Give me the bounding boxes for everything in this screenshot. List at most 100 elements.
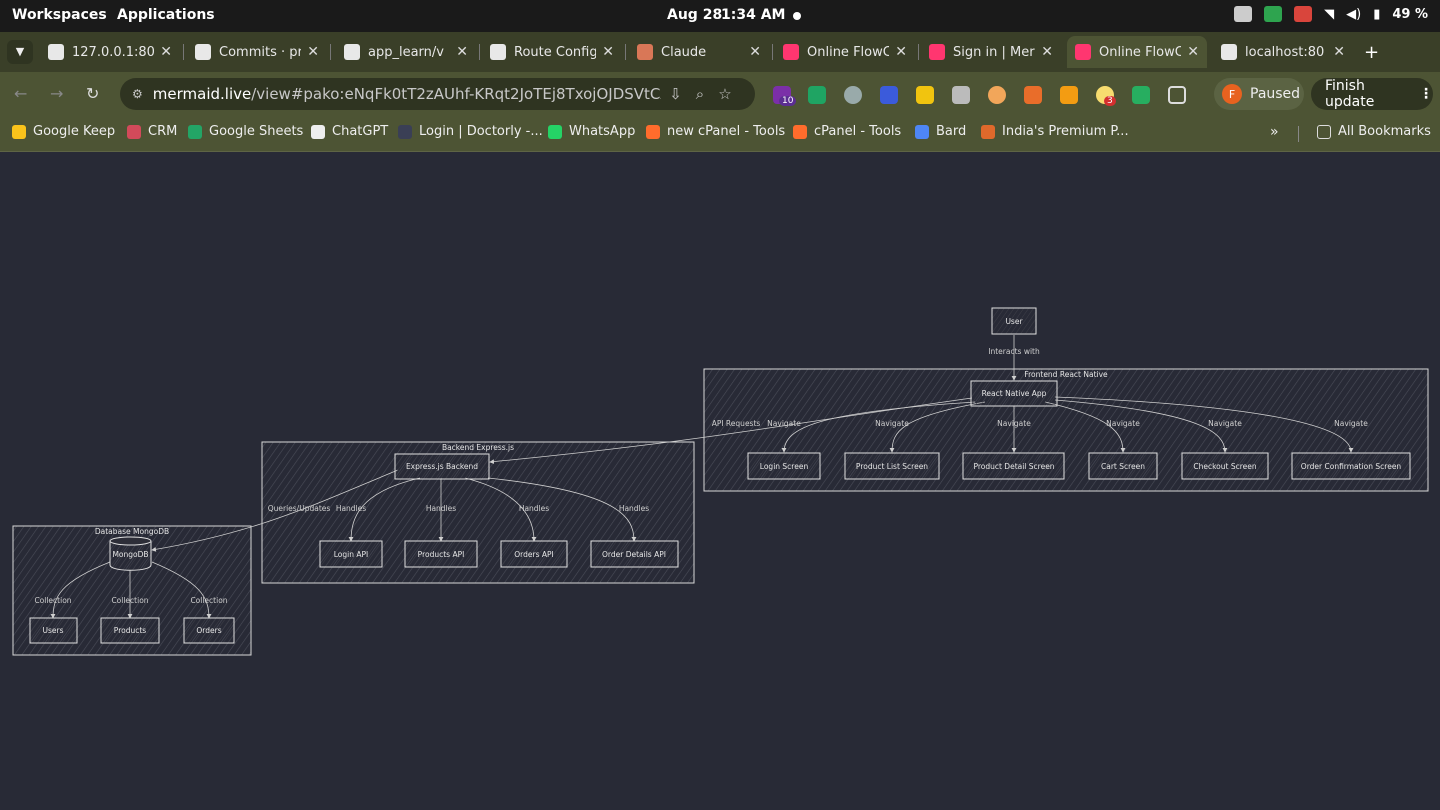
- bookmark-item[interactable]: Login | Doctorly -...: [398, 124, 543, 139]
- all-bookmarks-button[interactable]: All Bookmarks: [1317, 124, 1431, 139]
- tab-0[interactable]: 127.0.0.1:808 ✕: [40, 36, 180, 68]
- node-products-api[interactable]: Products API: [404, 540, 478, 568]
- extensions-puzzle-icon[interactable]: [1168, 86, 1186, 104]
- node-express-backend[interactable]: Express.js Backend: [394, 453, 490, 480]
- node-user[interactable]: User: [991, 307, 1037, 335]
- extension-sq-icon[interactable]: [1132, 86, 1150, 104]
- close-tab-icon[interactable]: ✕: [602, 44, 614, 60]
- install-icon[interactable]: ⇩: [669, 85, 682, 103]
- tab-7[interactable]: Online FlowC✕: [1067, 36, 1207, 68]
- paused-label: Paused: [1250, 86, 1301, 102]
- label-queries-updates: Queries/Updates: [268, 504, 331, 513]
- bookmark-item[interactable]: Google Keep: [12, 124, 115, 139]
- bookmark-item[interactable]: Google Sheets: [188, 124, 303, 139]
- clock-time[interactable]: 1:34 AM: [721, 7, 786, 23]
- close-tab-icon[interactable]: ✕: [307, 44, 319, 60]
- tab-8[interactable]: localhost:80✕: [1213, 36, 1353, 68]
- tab-6[interactable]: Sign in | Mer✕: [921, 36, 1061, 68]
- extension-target-icon[interactable]: [844, 86, 862, 104]
- bookmark-item[interactable]: ChatGPT: [311, 124, 388, 139]
- volume-icon[interactable]: ◀): [1346, 6, 1362, 22]
- battery-icon[interactable]: ▮: [1373, 6, 1381, 22]
- more-bookmarks-chevron-icon[interactable]: »: [1270, 124, 1279, 140]
- node-express-backend-label: Express.js Backend: [406, 462, 478, 471]
- tab-4[interactable]: Claude✕: [629, 36, 769, 68]
- battery-percent: 49 %: [1392, 6, 1428, 22]
- tab-title: 127.0.0.1:808: [72, 44, 155, 60]
- download-extension-icon[interactable]: [880, 86, 898, 104]
- bookmark-item[interactable]: India's Premium P...: [981, 124, 1129, 139]
- node-checkout-screen-label: Checkout Screen: [1193, 462, 1257, 471]
- database-subgraph-title: Database MongoDB: [95, 527, 169, 536]
- close-tab-icon[interactable]: ✕: [895, 44, 907, 60]
- bookmark-item[interactable]: cPanel - Tools: [793, 124, 901, 139]
- all-bookmarks-label: All Bookmarks: [1338, 124, 1431, 139]
- reload-button[interactable]: ↻: [86, 84, 100, 103]
- node-product-detail-screen[interactable]: Product Detail Screen: [962, 452, 1065, 480]
- close-tab-icon[interactable]: ✕: [1333, 44, 1345, 60]
- extension-yellow-icon[interactable]: [916, 86, 934, 104]
- label-handles: Handles: [336, 504, 366, 513]
- node-checkout-screen[interactable]: Checkout Screen: [1181, 452, 1269, 480]
- close-tab-icon[interactable]: ✕: [749, 44, 761, 60]
- forward-button[interactable]: →: [50, 84, 64, 103]
- tab-search-chevron-down-icon[interactable]: ▼: [7, 40, 33, 64]
- screen-share-icon[interactable]: [1234, 6, 1253, 22]
- site-settings-icon[interactable]: ⚙: [132, 87, 143, 101]
- chatgpt-icon: [490, 44, 506, 60]
- label-handles: Handles: [426, 504, 456, 513]
- bookmark-label: ChatGPT: [332, 124, 389, 139]
- applications-menu[interactable]: Applications: [117, 7, 215, 23]
- mermaid-diagram-canvas[interactable]: Frontend React Native Backend Express.js…: [0, 152, 1440, 810]
- anydesk-icon[interactable]: [1294, 6, 1313, 22]
- system-top-bar: Workspaces Applications Aug 28 1:34 AM ◥…: [0, 0, 1440, 32]
- backend-subgraph-title: Backend Express.js: [442, 443, 514, 452]
- profile-paused-button[interactable]: F Paused: [1214, 78, 1304, 110]
- node-cart-screen[interactable]: Cart Screen: [1088, 452, 1158, 480]
- node-orders-api[interactable]: Orders API: [500, 540, 568, 568]
- node-products[interactable]: Products: [100, 617, 160, 644]
- close-tab-icon[interactable]: ✕: [160, 44, 172, 60]
- bookmark-favicon-icon: [915, 124, 929, 139]
- node-login-screen[interactable]: Login Screen: [747, 452, 821, 480]
- clock-date[interactable]: Aug 28: [667, 7, 723, 23]
- more-menu-icon[interactable]: ⋮: [1419, 86, 1433, 102]
- address-bar[interactable]: ⚙ mermaid.live /view#pako:eNqFk0tT2zAUhf…: [120, 78, 755, 110]
- zoom-icon[interactable]: ⌕: [695, 85, 705, 103]
- node-order-confirmation-screen[interactable]: Order Confirmation Screen: [1291, 452, 1411, 480]
- bookmark-item[interactable]: new cPanel - Tools: [646, 124, 785, 139]
- tab-3[interactable]: Route Config✕: [482, 36, 622, 68]
- tab-5[interactable]: Online FlowC✕: [775, 36, 915, 68]
- new-tab-button[interactable]: +: [1364, 42, 1380, 63]
- extension-megaphone-icon[interactable]: [1024, 86, 1042, 104]
- finish-update-button[interactable]: Finish update ⋮: [1311, 78, 1433, 110]
- back-button[interactable]: ←: [14, 84, 28, 103]
- google-drive-icon[interactable]: [808, 86, 826, 104]
- node-product-list-screen[interactable]: Product List Screen: [844, 452, 940, 480]
- node-orders[interactable]: Orders: [183, 617, 235, 644]
- node-product-list-screen-label: Product List Screen: [856, 462, 928, 471]
- node-users[interactable]: Users: [29, 617, 78, 644]
- tab-2[interactable]: app_learn/v✕: [336, 36, 476, 68]
- extension-face-icon[interactable]: [988, 86, 1006, 104]
- bookmark-star-icon[interactable]: ☆: [718, 85, 732, 103]
- node-order-details-api[interactable]: Order Details API: [590, 540, 679, 568]
- bookmark-item[interactable]: Bard: [915, 124, 966, 139]
- bookmark-item[interactable]: WhatsApp: [548, 124, 635, 139]
- eyedropper-icon[interactable]: [952, 86, 970, 104]
- node-mongodb[interactable]: MongoDB: [109, 536, 152, 571]
- close-tab-icon[interactable]: ✕: [1187, 44, 1199, 60]
- edge-express-mongodb: [151, 469, 399, 552]
- tab-1[interactable]: Commits · pr✕: [187, 36, 327, 68]
- close-tab-icon[interactable]: ✕: [456, 44, 468, 60]
- node-login-api[interactable]: Login API: [319, 540, 383, 568]
- workspaces-menu[interactable]: Workspaces: [12, 7, 107, 23]
- wifi-icon[interactable]: ◥: [1324, 6, 1335, 22]
- close-tab-icon[interactable]: ✕: [1041, 44, 1053, 60]
- globe-icon: [48, 44, 64, 60]
- shield-check-icon[interactable]: [1264, 6, 1283, 22]
- bookmark-item[interactable]: CRM: [127, 124, 177, 139]
- node-order-details-api-label: Order Details API: [602, 550, 666, 559]
- node-react-native-app[interactable]: React Native App: [970, 380, 1058, 407]
- extension-fox-icon[interactable]: [1060, 86, 1078, 104]
